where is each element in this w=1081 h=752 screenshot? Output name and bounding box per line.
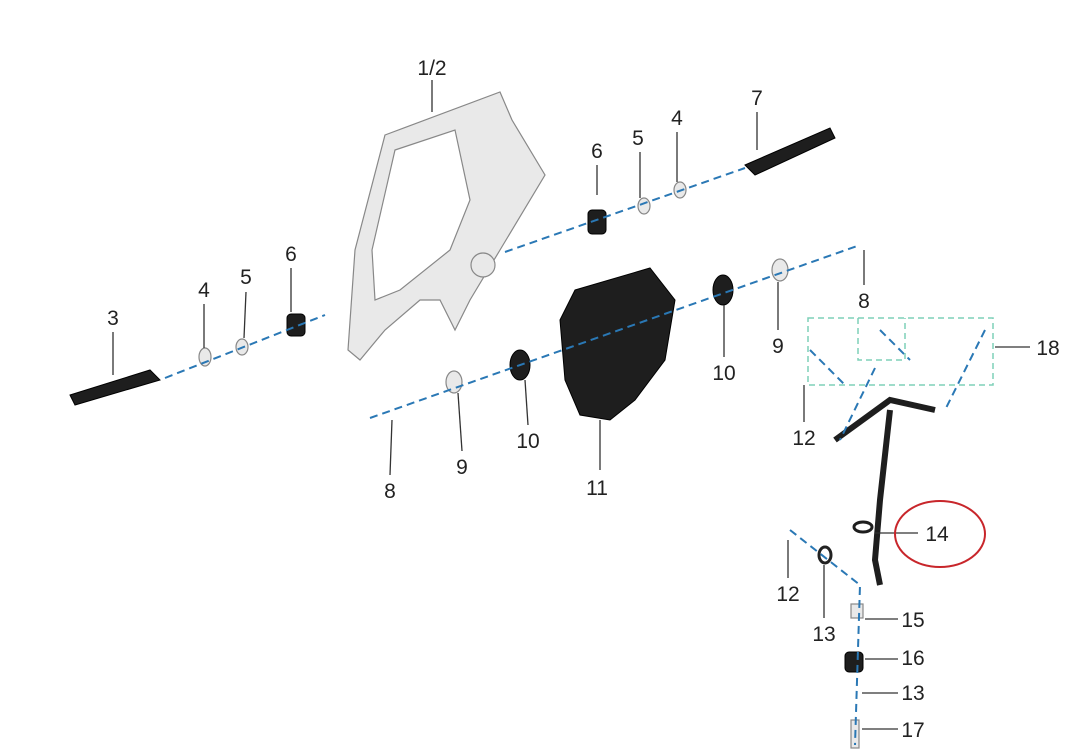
grommet-top xyxy=(587,209,607,235)
leader-lines xyxy=(112,80,1030,730)
callout-8-left: 8 xyxy=(384,480,396,503)
callout-13-right: 13 xyxy=(901,682,924,705)
headlight-part xyxy=(559,267,676,421)
stay-part xyxy=(833,396,936,586)
callout-10-right: 10 xyxy=(712,362,735,385)
callout-1-2: 1/2 xyxy=(417,57,446,80)
bracket-window xyxy=(371,129,471,301)
callout-4-left: 4 xyxy=(198,279,210,302)
callout-12-bottom: 12 xyxy=(776,583,799,606)
callout-8-right: 8 xyxy=(858,290,870,313)
rubber-16 xyxy=(844,651,864,673)
turn-signal-right xyxy=(744,127,836,176)
stay-ring xyxy=(852,520,874,534)
callout-6-top: 6 xyxy=(591,140,603,163)
callout-14: 14 xyxy=(925,523,949,546)
callout-10-left: 10 xyxy=(516,430,539,453)
washer-9-right xyxy=(771,258,789,282)
axis-line xyxy=(369,244,861,419)
axis-line xyxy=(164,314,326,379)
bracket-hole xyxy=(470,252,496,278)
axis-line xyxy=(789,529,862,746)
washer-13 xyxy=(817,545,833,565)
callout-16: 16 xyxy=(901,647,924,670)
callout-3: 3 xyxy=(107,307,119,330)
callout-17: 17 xyxy=(901,719,924,742)
grommet-left xyxy=(286,313,306,337)
part-group-18-box xyxy=(807,317,994,386)
callout-18: 18 xyxy=(1036,337,1059,360)
washer-5-top xyxy=(637,197,651,215)
collar-15 xyxy=(850,603,864,619)
callout-5-left: 5 xyxy=(240,266,252,289)
callout-13-left: 13 xyxy=(812,623,835,646)
callout-15: 15 xyxy=(901,609,924,632)
callout-5-top: 5 xyxy=(632,127,644,150)
callout-12-top: 12 xyxy=(792,427,815,450)
callout-6-left: 6 xyxy=(285,243,297,266)
turn-signal-left xyxy=(69,369,161,406)
axis-line xyxy=(809,329,986,441)
callout-4-top: 4 xyxy=(671,107,683,130)
highlight-circle xyxy=(894,500,986,568)
callout-9-right: 9 xyxy=(772,335,784,358)
callout-7: 7 xyxy=(751,87,763,110)
part-group-18-inner xyxy=(857,318,906,361)
callout-11: 11 xyxy=(586,477,608,500)
callout-9-left: 9 xyxy=(456,456,468,479)
axis-line xyxy=(504,167,746,253)
